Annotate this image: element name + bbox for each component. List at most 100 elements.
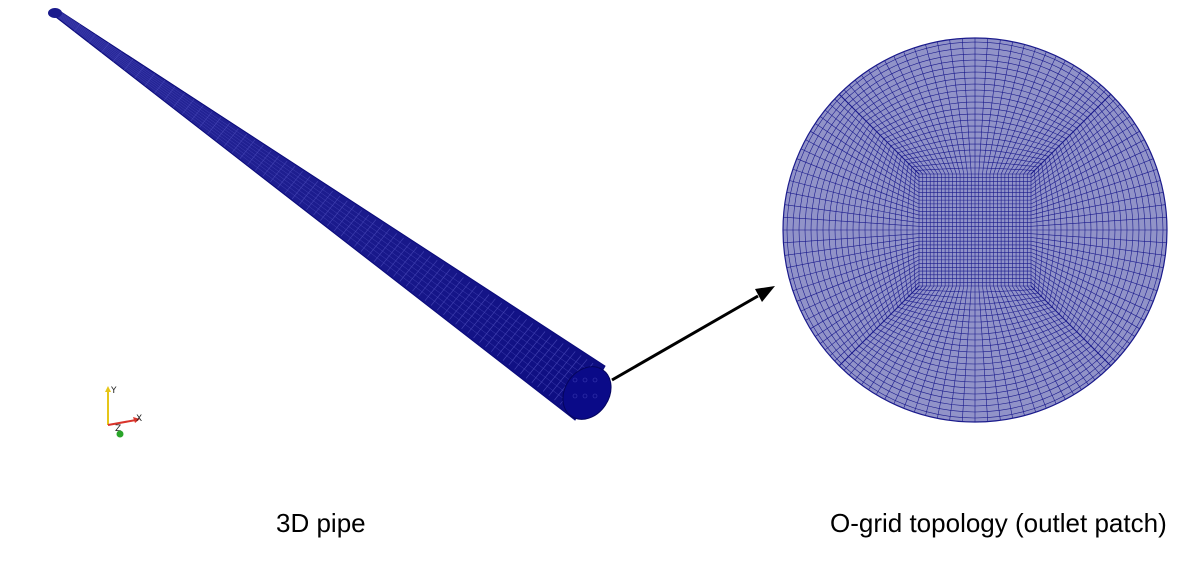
o-grid-radial-line (828, 102, 920, 182)
pipe-ring-line (436, 277, 464, 311)
pipe-ring-line (380, 237, 404, 267)
o-grid-radial-line (1030, 270, 1132, 345)
pipe-inlet-end (48, 8, 62, 18)
o-grid-radial-line (883, 285, 946, 402)
o-grid-radial-line (1030, 191, 1166, 220)
face-mesh-mark (572, 393, 578, 399)
pipe-body (51, 9, 606, 421)
x-axis-line (107, 419, 137, 426)
o-grid-radial-line (847, 83, 927, 175)
o-grid-radial-line (784, 191, 920, 220)
o-grid-radial-line (790, 248, 920, 292)
pipe-ring-line (537, 347, 570, 388)
o-grid-block-diagonal (838, 285, 920, 367)
o-grid-radial-line (993, 285, 1037, 415)
o-grid-radial-line (783, 237, 920, 256)
o-grid-radial-line (985, 39, 1014, 175)
o-grid-radial-line (1012, 68, 1083, 175)
o-grid-radial-line (783, 204, 920, 223)
o-grid-radial-line (989, 285, 1026, 418)
o-grid-radial-line (961, 38, 972, 175)
o-grid-radial-line (823, 274, 920, 352)
o-grid-radial-line (1030, 263, 1142, 331)
pipe-ring-line (508, 327, 540, 366)
o-grid-radial-line (1030, 259, 1147, 322)
o-grid-radial-line (818, 270, 920, 345)
o-grid-radial-line (913, 45, 957, 175)
caption-3d-pipe: 3D pipe (276, 508, 366, 538)
o-grid-radial-line (1015, 285, 1090, 387)
pipe-outlet-face (562, 366, 612, 420)
o-grid-radial-line (936, 285, 965, 421)
pipe-axial-line (56, 11, 593, 389)
o-grid-radial-line (997, 285, 1048, 411)
arrow-shaft (611, 294, 759, 382)
o-grid-radial-line (842, 285, 923, 373)
o-grid-radial-line (892, 54, 950, 175)
o-grid-radial-line (1030, 115, 1132, 190)
pipe-ring-line (412, 259, 438, 292)
o-grid-radial-line (874, 63, 942, 175)
o-grid-radial-line (794, 157, 920, 208)
z-axis-dot (116, 430, 124, 438)
pipe-ring-line (424, 268, 451, 301)
o-grid-radial-line (989, 42, 1026, 175)
o-grid-radial-line (783, 233, 920, 244)
pipe-axial-line (57, 10, 597, 384)
o-grid-radial-line (997, 49, 1048, 175)
o-grid-radial-line (1012, 285, 1083, 392)
o-grid-radial-line (982, 38, 1001, 175)
o-grid-radial-line (1030, 147, 1151, 205)
pipe-ring-line (393, 246, 418, 277)
pipe-ring-line (491, 314, 521, 352)
o-grid-radial-line (783, 216, 920, 227)
pipe-ring-line (373, 233, 398, 262)
o-grid-radial-line (1019, 285, 1097, 382)
o-grid-radial-line (1000, 285, 1058, 406)
o-grid-radial-line (1004, 58, 1067, 175)
z-axis-label: Z (115, 424, 121, 434)
face-mesh-mark (592, 393, 598, 399)
o-grid-radial-line (924, 285, 961, 418)
o-grid-radial-line (803, 259, 920, 322)
pipe-ring-line (531, 343, 564, 383)
o-grid-block-diagonal (838, 93, 920, 175)
o-grid-radial-line (853, 78, 931, 175)
y-axis-label: Y (110, 386, 117, 396)
pipe-ring-line (502, 323, 534, 361)
o-grid-radial-line (985, 285, 1014, 421)
o-grid-radial-line (1008, 285, 1076, 397)
o-grid-radial-line (813, 122, 920, 193)
o-grid-radial-line (790, 168, 920, 212)
pipe-ring-line (399, 251, 425, 282)
o-grid-mesh (782, 37, 1168, 423)
o-grid-radial-line (1030, 237, 1167, 256)
pipe-ring-line (485, 310, 515, 348)
o-grid-radial-line (949, 285, 968, 422)
o-grid-radial-line (799, 147, 920, 205)
x-axis-label: X (136, 414, 142, 424)
o-grid-radial-line (860, 285, 935, 387)
o-grid-radial-line (787, 179, 920, 216)
o-grid-radial-line (1030, 274, 1127, 352)
o-grid-radial-line (860, 73, 935, 175)
o-grid-radial-line (853, 285, 931, 382)
o-grid-radial-line (1030, 244, 1163, 281)
x-axis-arrowhead (133, 417, 140, 423)
pipe-ring-line (360, 224, 384, 252)
o-grid-radial-line (1030, 168, 1160, 212)
o-grid-radial-line (828, 278, 920, 358)
o-grid-radial-line (949, 38, 968, 175)
o-grid-radial-line (1030, 102, 1122, 182)
pipe-ring-line (514, 331, 546, 370)
pipe-ring-line (88, 33, 96, 43)
o-grid-radial-line (1023, 83, 1103, 175)
o-grid-radial-line (1027, 87, 1108, 175)
o-grid-radial-line (978, 38, 989, 175)
o-grid-radial-line (1030, 282, 1118, 363)
o-grid-radial-line (1008, 63, 1076, 175)
pipe-ring-line (449, 285, 477, 320)
o-grid-radial-line (1030, 179, 1163, 216)
o-grid-radial-line (1000, 54, 1058, 175)
pipe-axial-line (55, 11, 589, 394)
